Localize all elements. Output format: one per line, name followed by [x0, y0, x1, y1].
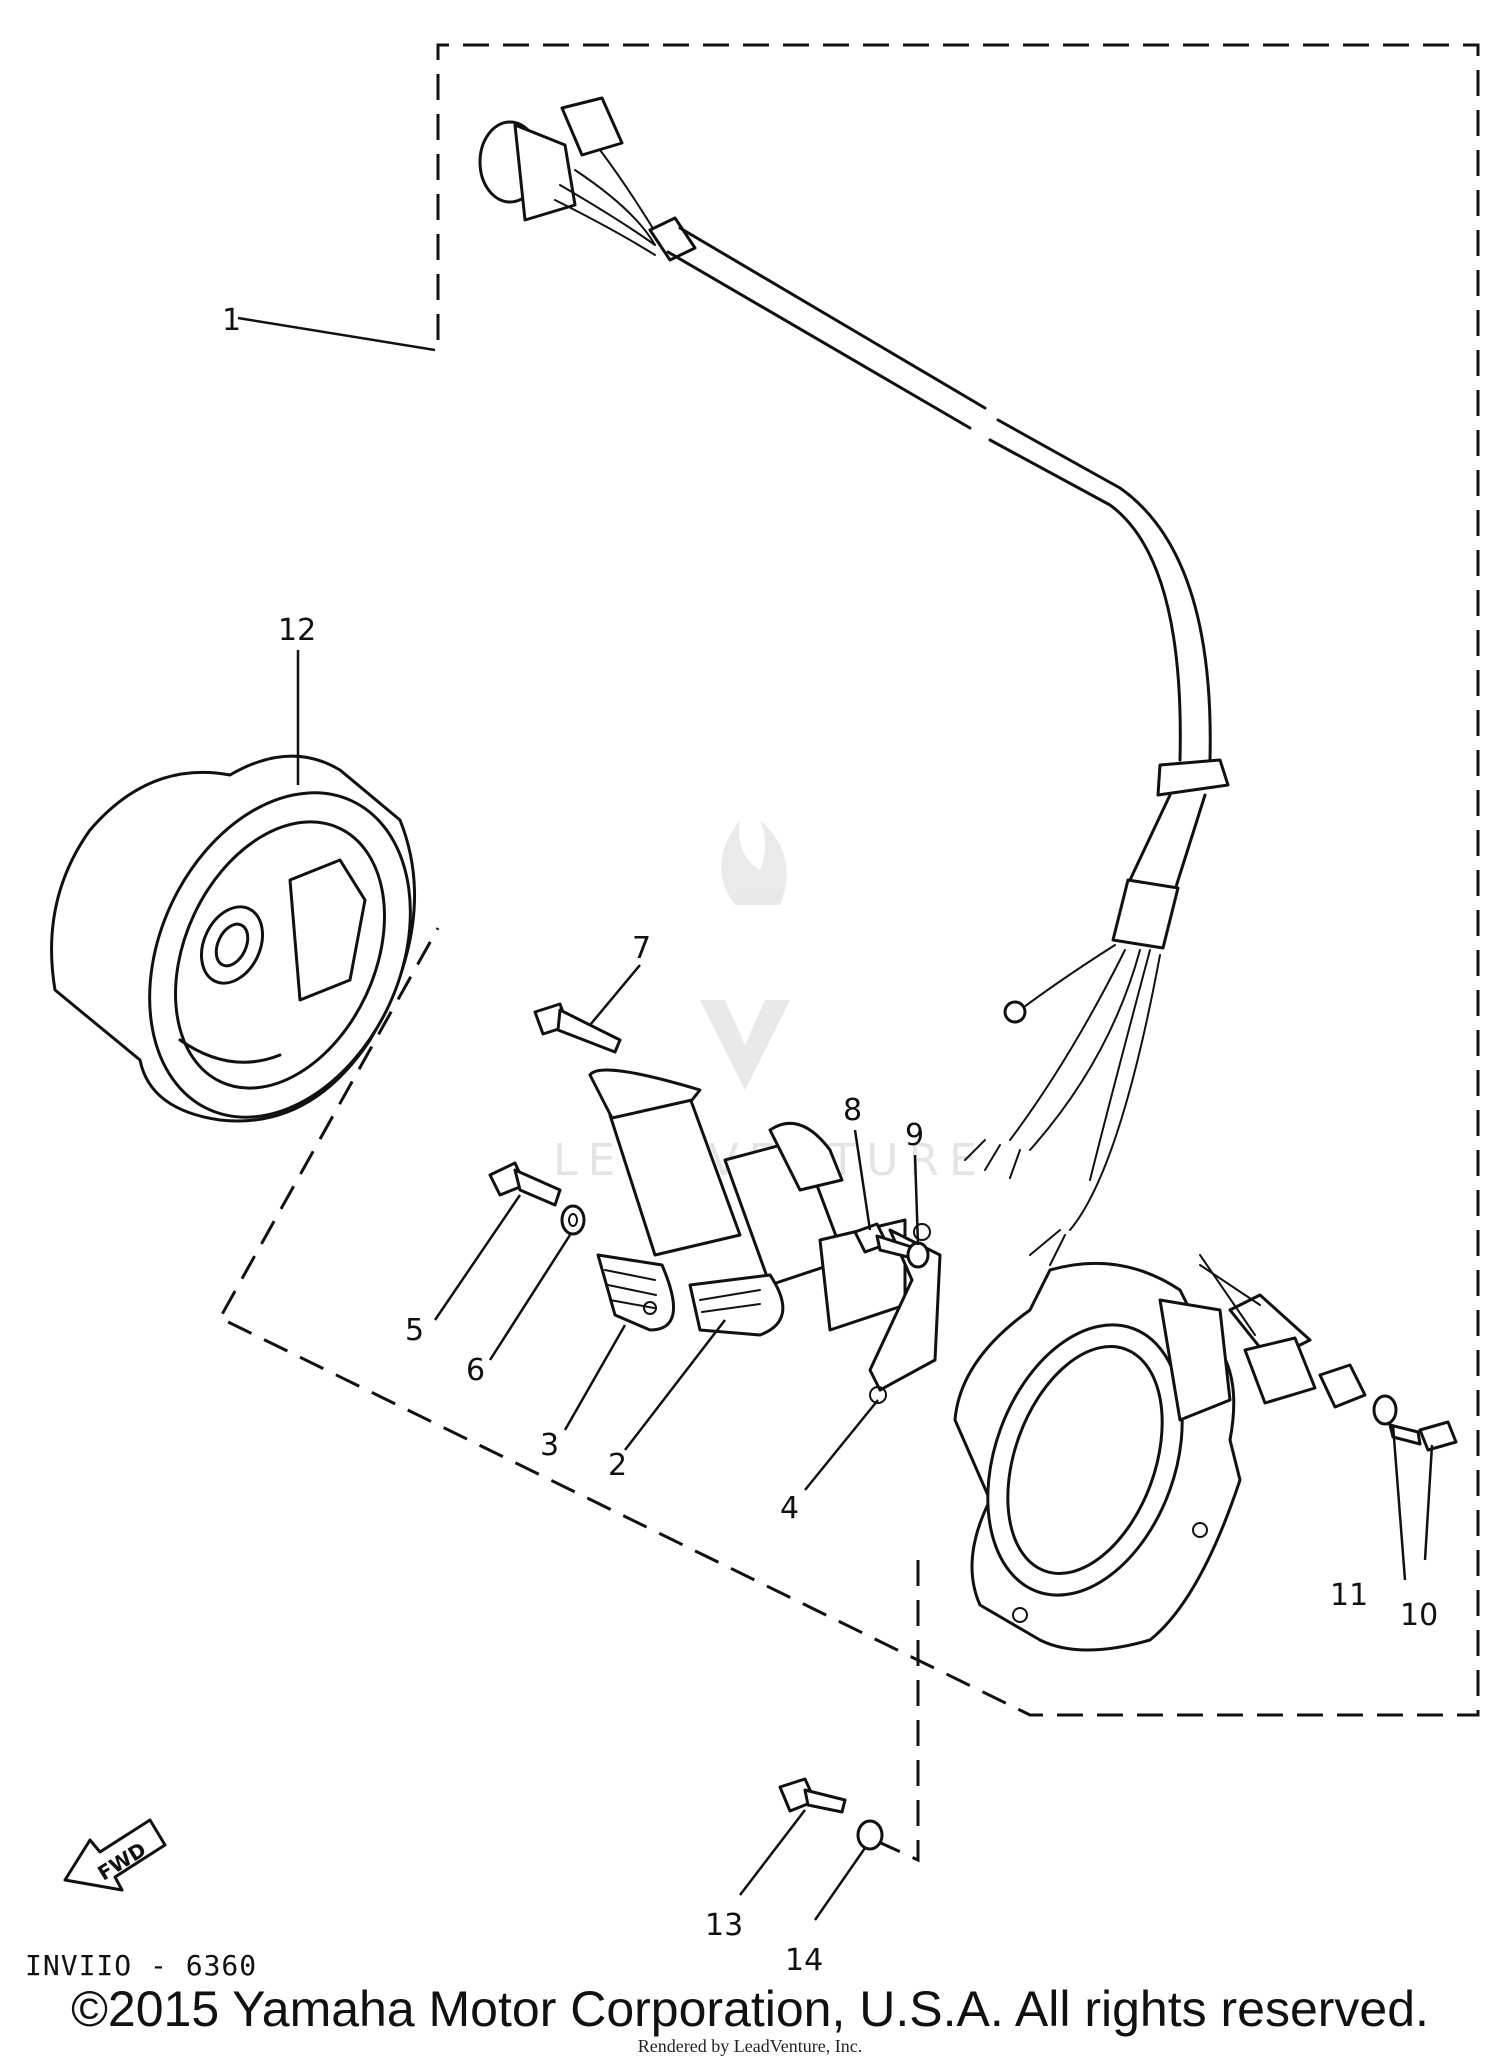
- bolt-8[interactable]: [853, 1222, 917, 1260]
- callout-numbers: 1 12 7 8 9 5 6 3 2 4 11 10 13 14: [222, 303, 1438, 1978]
- assembly-boundary: [217, 43, 1480, 1717]
- fwd-arrow-icon: FWD: [63, 1818, 167, 1892]
- callout-1: 1: [222, 303, 241, 338]
- connector-plate[interactable]: [1199, 1254, 1317, 1405]
- copyright-notice: ©2015 Yamaha Motor Corporation, U.S.A. A…: [71, 1981, 1429, 2037]
- callout-3: 3: [540, 1428, 559, 1463]
- stator-base[interactable]: [953, 1261, 1312, 1652]
- callout-14: 14: [785, 1943, 823, 1978]
- callout-2: 2: [608, 1448, 627, 1483]
- callout-8: 8: [843, 1093, 862, 1128]
- coupler: [560, 96, 624, 157]
- callout-4: 4: [780, 1491, 799, 1526]
- callout-11: 11: [1330, 1578, 1368, 1613]
- stator-base-boundary: [869, 1560, 920, 1863]
- washer-11[interactable]: [1372, 1394, 1398, 1426]
- charge-coil[interactable]: [588, 1068, 742, 1332]
- washer-6[interactable]: [560, 1204, 586, 1236]
- bolt-7[interactable]: [533, 1002, 622, 1054]
- wire-harness[interactable]: [478, 96, 1230, 1266]
- callout-12: 12: [278, 613, 316, 648]
- drawing-code: INVIIO - 6360: [25, 1949, 257, 1982]
- screw-10[interactable]: [1388, 1420, 1458, 1452]
- bolt-5[interactable]: [488, 1161, 562, 1207]
- bolt-13[interactable]: [778, 1777, 847, 1814]
- washer-9[interactable]: [906, 1241, 930, 1269]
- cable-clamp[interactable]: [1318, 1363, 1367, 1409]
- callout-6: 6: [466, 1353, 485, 1388]
- washer-14[interactable]: [856, 1819, 884, 1851]
- callout-13: 13: [705, 1908, 743, 1943]
- rendered-by-credit: Rendered by LeadVenture, Inc.: [637, 2036, 863, 2056]
- callout-9: 9: [905, 1118, 924, 1153]
- leader-lines: [237, 316, 1434, 1921]
- callout-10: 10: [1400, 1598, 1438, 1633]
- callout-5: 5: [405, 1313, 424, 1348]
- flywheel-rotor[interactable]: [50, 750, 461, 1160]
- callout-7: 7: [632, 931, 651, 966]
